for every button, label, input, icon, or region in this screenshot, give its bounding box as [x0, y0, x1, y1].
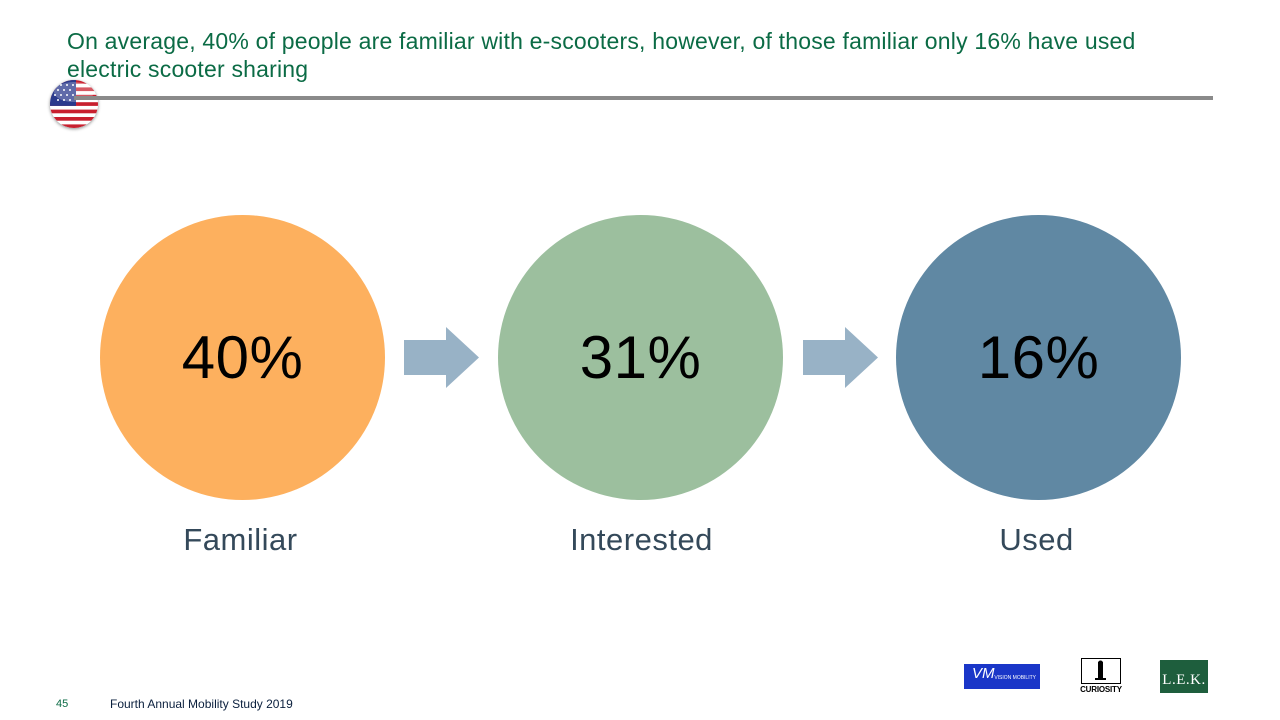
interested-value: 31%: [579, 324, 702, 391]
familiar-circle: 40%: [100, 215, 385, 500]
slide-title: On average, 40% of people are familiar w…: [67, 28, 1136, 82]
vm-logo-text: VM: [972, 665, 995, 682]
us-flag-icon: [50, 80, 98, 128]
title-divider: [74, 96, 1213, 100]
interested-label: Interested: [570, 522, 713, 557]
figure-icon: [1095, 660, 1106, 680]
vision-mobility-logo: VM VISION MOBILITY: [964, 664, 1040, 689]
vm-logo-subtext: VISION MOBILITY: [994, 675, 1036, 681]
used-value: 16%: [977, 324, 1100, 391]
study-name: Fourth Annual Mobility Study 2019: [110, 697, 293, 711]
arrow-right-icon: [803, 327, 878, 388]
used-circle: 16%: [896, 215, 1181, 500]
lek-logo: L.E.K.: [1160, 660, 1208, 693]
used-label: Used: [999, 522, 1074, 557]
familiar-value: 40%: [181, 324, 304, 391]
familiar-label: Familiar: [183, 522, 298, 557]
curiosity-logo-frame: [1081, 658, 1121, 684]
curiosity-logo: CURIOSITY: [1080, 658, 1122, 696]
curiosity-logo-text: CURIOSITY: [1080, 685, 1122, 694]
interested-circle: 31%: [498, 215, 783, 500]
page-number: 45: [56, 698, 69, 710]
arrow-right-icon: [404, 327, 479, 388]
